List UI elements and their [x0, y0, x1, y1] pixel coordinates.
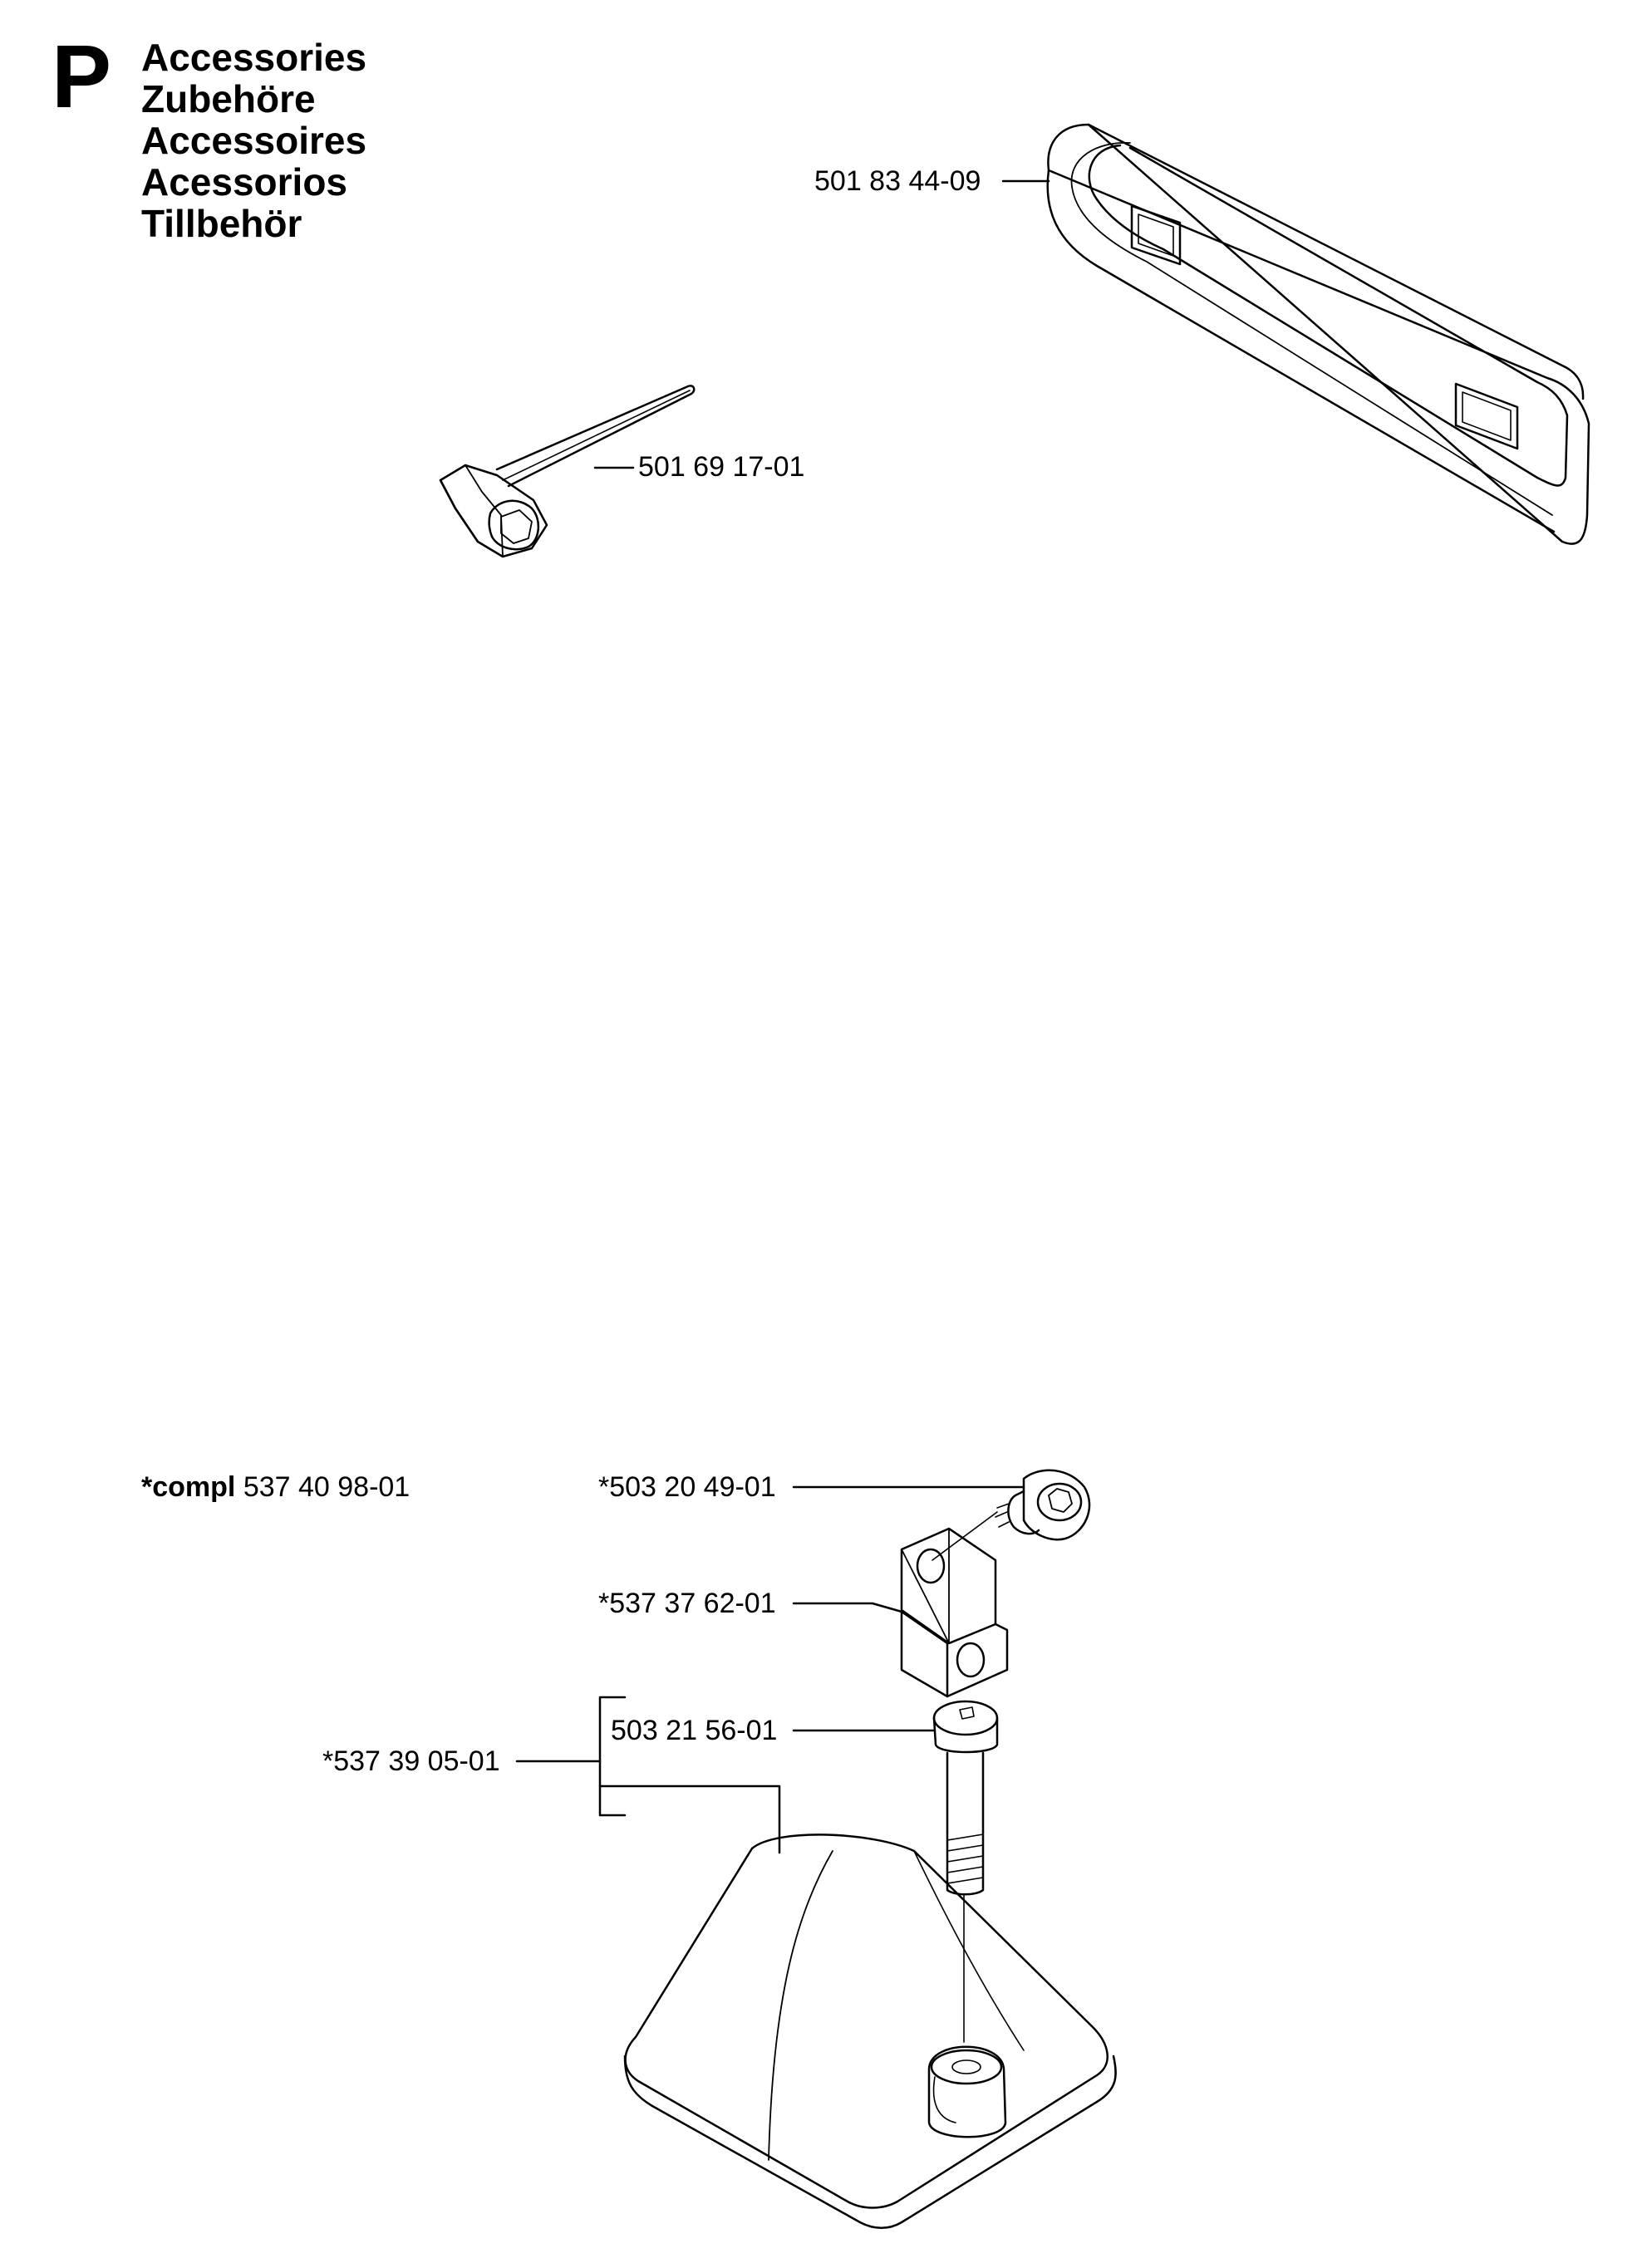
clamp-block-drawing	[792, 1527, 1009, 1698]
title-pt: Acessorios	[141, 160, 348, 204]
label-screw-top: *503 20 49-01	[598, 1471, 776, 1503]
wrench-drawing	[439, 385, 696, 558]
label-clamp-block: *537 37 62-01	[598, 1588, 776, 1619]
label-kit-number: 537 40 98-01	[243, 1471, 410, 1503]
section-letter: P	[52, 26, 112, 126]
base-dome-drawing	[623, 1834, 1117, 2229]
section-titles: Accessories Zubehöre Accessoires Acessor…	[141, 37, 366, 244]
bar-cover-drawing	[1001, 123, 1590, 545]
title-en: Accessories	[141, 36, 367, 79]
title-de: Zubehöre	[141, 77, 316, 120]
screw-top-drawing	[792, 1469, 1091, 1561]
base-assembly-bracket	[515, 1696, 781, 1854]
label-kit: *compl 537 40 98-01	[141, 1470, 410, 1504]
label-base-assembly: *537 39 05-01	[322, 1745, 500, 1777]
label-cylinder-screw: 503 21 56-01	[611, 1715, 778, 1746]
label-bar-cover: 501 83 44-09	[814, 165, 981, 197]
label-kit-prefix: *compl	[141, 1471, 236, 1503]
title-sv: Tillbehör	[141, 202, 302, 245]
title-fr: Accessoires	[141, 119, 367, 162]
cylinder-screw-drawing	[792, 1700, 999, 2043]
label-wrench: 501 69 17-01	[638, 451, 805, 483]
